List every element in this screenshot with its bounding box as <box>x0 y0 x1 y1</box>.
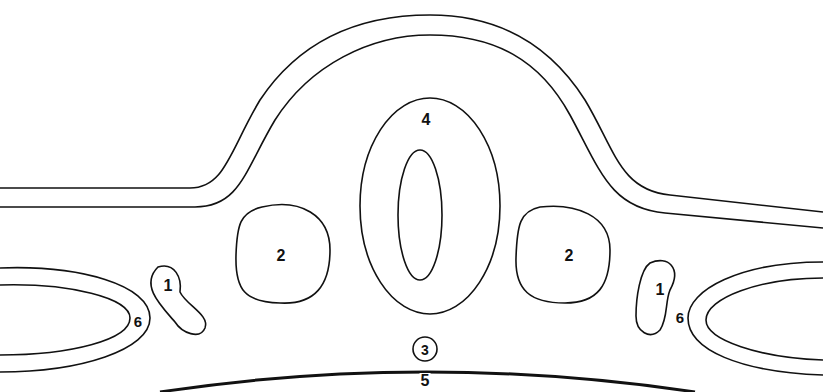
left-organ-outer <box>0 268 150 372</box>
right-organ-inner <box>706 278 823 360</box>
right-structure-1 <box>636 261 674 335</box>
inner-contour <box>0 35 823 228</box>
callout-number: 6 <box>675 310 685 325</box>
central-inner-oval <box>398 150 442 280</box>
central-outer-oval <box>360 98 500 314</box>
small-vessel-3 <box>413 337 437 361</box>
right-structure-2 <box>516 206 610 303</box>
callout-number: 6 <box>133 314 143 329</box>
callout-number: 1 <box>163 278 174 294</box>
callout-number: 1 <box>656 282 665 298</box>
outer-contour <box>0 15 823 212</box>
right-organ-outer <box>688 262 823 375</box>
base-curve-5 <box>160 372 695 392</box>
left-structure-2 <box>236 205 330 304</box>
callout-number: 4 <box>422 112 431 128</box>
left-structure-1 <box>151 266 206 334</box>
callout-number: 2 <box>565 248 574 264</box>
left-organ-inner <box>0 285 130 355</box>
callout-number: 3 <box>421 343 429 357</box>
callout-number: 5 <box>420 373 431 389</box>
callout-number: 2 <box>277 248 286 264</box>
